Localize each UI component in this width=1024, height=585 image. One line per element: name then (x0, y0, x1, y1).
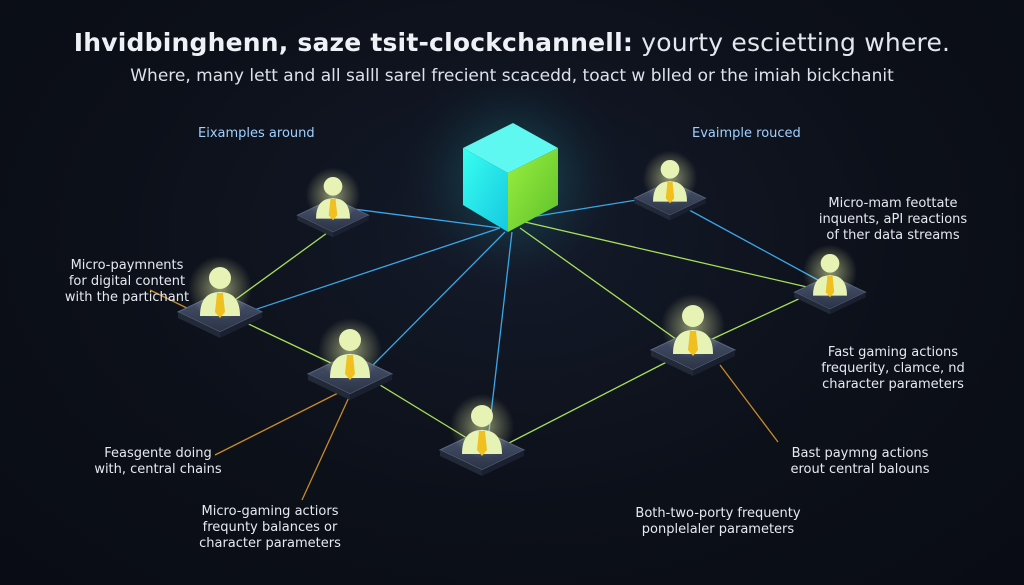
title-bold: Ihvidbinghenn, saze tsit-clockchannell: (73, 28, 634, 57)
connection-line (679, 204, 819, 281)
glowing-cube-icon (463, 123, 558, 232)
label-micro-mam: Micro-mam feottate inquents, aPI reactio… (808, 196, 978, 244)
label-both-two: Both-two-porty frequenty ponplelaler par… (628, 506, 808, 538)
connection-line (524, 221, 821, 291)
connection-line (519, 227, 681, 343)
header-left: Eixamples around (198, 126, 315, 141)
label-line: ponplelaler parameters (641, 522, 795, 537)
label-line: for digital content (68, 274, 186, 289)
header-right: Evaimple rouced (692, 126, 801, 141)
label-line: Micro-paymnents (70, 258, 184, 273)
title-rest: yourty escietting where. (641, 28, 951, 57)
person-with-tie-icon (633, 150, 707, 221)
label-line: with the partichant (64, 290, 190, 305)
page-subtitle: Where, many lett and all salll sarel fre… (130, 66, 894, 86)
label-line: frequnty balances or (202, 520, 338, 535)
label-line: Feasgente doing (104, 446, 212, 461)
label-micro-payments: Micro-paymnents for digital content with… (62, 258, 192, 306)
person-with-tie-icon (649, 294, 737, 376)
label-line: Micro-gaming actiors (201, 504, 339, 519)
connection-line (301, 394, 351, 501)
label-line: erout central balouns (790, 462, 930, 477)
label-line: Micro-mam feottate (828, 196, 958, 211)
connection-line (337, 206, 501, 229)
connection-line (214, 391, 341, 456)
page-title: Ihvidbinghenn, saze tsit-clockchannell: … (0, 28, 1024, 57)
connection-line (247, 227, 501, 313)
label-micro-gaming: Micro-gaming actiors frequnty balances o… (190, 504, 350, 552)
label-line: Bast paymng actions (791, 446, 929, 461)
person-with-tie-icon (296, 167, 370, 238)
label-line: frequerity, clamce, nd (821, 361, 965, 376)
connection-line (504, 349, 691, 446)
label-bast-paying: Bast paymng actions erout central baloun… (780, 446, 940, 478)
label-line: inquents, aPI reactions (818, 212, 968, 227)
label-line: character parameters (199, 536, 341, 551)
person-with-tie-icon (793, 244, 867, 315)
person-with-tie-icon (438, 394, 526, 476)
label-line: with, central chains (94, 462, 222, 477)
label-line: Fast gaming actions (827, 345, 959, 360)
person-with-tie-icon (176, 256, 264, 338)
label-line: Both-two-porty frequenty (635, 506, 801, 521)
label-feasgente: Feasgente doing with, central chains (88, 446, 228, 478)
label-line: character parameters (822, 377, 964, 392)
person-with-tie-icon (306, 318, 394, 400)
label-fast-gaming: Fast gaming actions frequerity, clamce, … (808, 345, 978, 393)
connection-line (367, 231, 506, 371)
label-line: of ther data streams (826, 228, 960, 243)
connection-line (719, 364, 779, 443)
